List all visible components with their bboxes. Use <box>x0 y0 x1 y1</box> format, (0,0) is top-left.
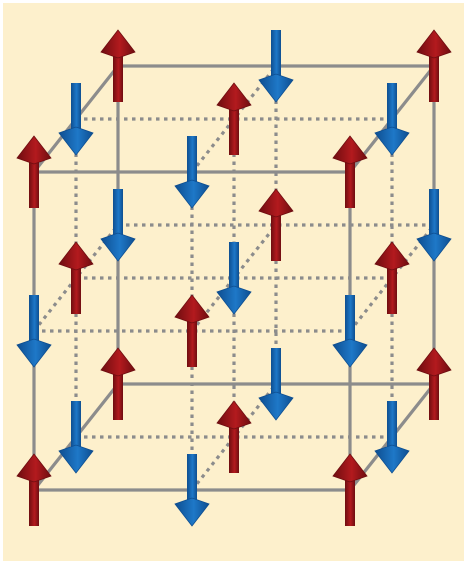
spin-up-arrow <box>58 241 94 314</box>
spin-down-arrow <box>174 454 210 527</box>
dotted-line <box>190 224 278 332</box>
spin-up-arrow <box>216 82 252 155</box>
spin-up-arrow <box>332 135 368 208</box>
spin-up-arrow <box>416 347 452 420</box>
spin-down-arrow <box>216 242 252 315</box>
spin-down-arrow <box>374 83 410 156</box>
spin-up-arrow <box>16 135 52 208</box>
spin-up-arrow <box>100 347 136 420</box>
spin-down-arrow <box>416 189 452 262</box>
spin-up-arrow <box>374 241 410 314</box>
spin-up-arrow <box>174 294 210 367</box>
spin-down-arrow <box>174 136 210 209</box>
spin-down-arrow <box>374 401 410 474</box>
spin-up-arrow <box>16 453 52 526</box>
spin-arrows <box>16 29 452 527</box>
spin-down-arrow <box>258 30 294 103</box>
spin-up-arrow <box>332 453 368 526</box>
spin-up-arrow <box>216 400 252 473</box>
spin-up-arrow <box>100 29 136 102</box>
spin-up-arrow <box>258 188 294 261</box>
spin-down-arrow <box>16 295 52 368</box>
spin-up-arrow <box>416 29 452 102</box>
spin-down-arrow <box>58 401 94 474</box>
spin-down-arrow <box>332 295 368 368</box>
spin-down-arrow <box>258 348 294 421</box>
spin-down-arrow <box>58 83 94 156</box>
spin-down-arrow <box>100 189 136 262</box>
